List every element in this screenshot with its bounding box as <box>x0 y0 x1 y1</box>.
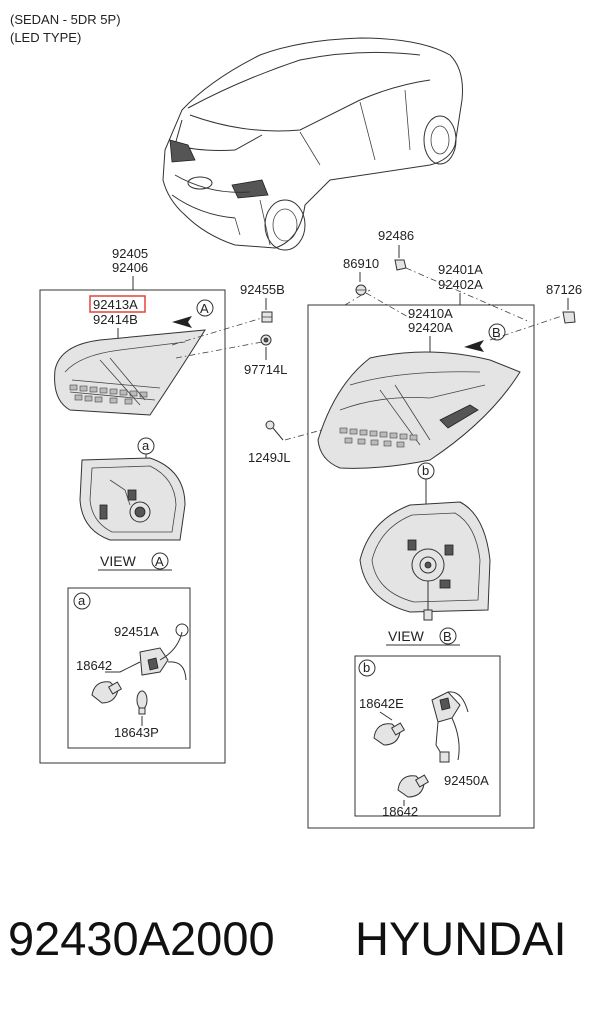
bulb-18642-left[interactable] <box>91 681 123 704</box>
socket-wiring-92450A[interactable] <box>431 691 469 763</box>
header-type: (LED TYPE) <box>10 30 81 45</box>
label-92406[interactable]: 92406 <box>112 260 148 275</box>
bulb-18643P[interactable] <box>136 690 148 715</box>
inner-lamp-frame <box>39 289 226 764</box>
marker-a-small-label: a <box>142 438 150 453</box>
footer-part-number: 92430A2000 <box>8 912 275 965</box>
marker-a-label: A <box>200 301 209 316</box>
view-b-marker: B <box>443 629 452 644</box>
label-92413A[interactable]: 92413A <box>93 297 138 312</box>
inset-a-marker: a <box>78 593 86 608</box>
header-variant: (SEDAN - 5DR 5P) <box>10 12 121 27</box>
label-92405[interactable]: 92405 <box>112 246 148 261</box>
clip-87126[interactable] <box>562 311 576 324</box>
label-92450A[interactable]: 92450A <box>444 773 489 788</box>
view-b-label: VIEW <box>388 628 425 644</box>
label-18643P[interactable]: 18643P <box>114 725 159 740</box>
outer-lamp-rear-view[interactable] <box>359 501 491 621</box>
view-a-marker: A <box>155 554 164 569</box>
car-illustration <box>162 37 463 251</box>
view-a-circle <box>151 552 169 570</box>
inset-a-circle <box>73 592 91 610</box>
inset-b-marker: b <box>363 660 370 675</box>
label-87126[interactable]: 87126 <box>546 282 582 297</box>
label-92410A[interactable]: 92410A <box>408 306 453 321</box>
label-92420A[interactable]: 92420A <box>408 320 453 335</box>
nut-97714L[interactable] <box>260 334 272 346</box>
label-18642-right[interactable]: 18642 <box>382 804 418 819</box>
label-92414B[interactable]: 92414B <box>93 312 138 327</box>
direction-arrow-a <box>172 316 192 328</box>
socket-wiring-92451A[interactable] <box>139 623 189 681</box>
marker-b-circle <box>488 323 506 341</box>
outer-lamp-frame <box>307 304 535 829</box>
label-92401A[interactable]: 92401A <box>438 262 483 277</box>
inner-lamp-part[interactable] <box>54 329 206 416</box>
label-92455B[interactable]: 92455B <box>240 282 285 297</box>
view-b-circle <box>439 627 457 645</box>
inset-b-box <box>354 655 501 817</box>
label-97714L[interactable]: 97714L <box>244 362 287 377</box>
inset-b-circle <box>358 659 376 677</box>
clip-92486[interactable] <box>394 259 407 271</box>
view-a-label: VIEW <box>100 553 137 569</box>
fastener-92455B[interactable] <box>261 311 273 323</box>
footer-brand: HYUNDAI <box>355 912 567 965</box>
label-92486[interactable]: 92486 <box>378 228 414 243</box>
direction-arrow-b <box>464 340 484 352</box>
outer-lamp-part[interactable] <box>317 351 521 469</box>
label-18642E[interactable]: 18642E <box>359 696 404 711</box>
label-92451A[interactable]: 92451A <box>114 624 159 639</box>
marker-b-small-label: b <box>422 463 429 478</box>
bulb-18642-right[interactable] <box>397 774 430 798</box>
screw-1249JL[interactable] <box>265 420 284 441</box>
label-92402A[interactable]: 92402A <box>438 277 483 292</box>
label-1249JL[interactable]: 1249JL <box>248 450 291 465</box>
highlight-box <box>89 295 146 313</box>
marker-a-circle <box>196 299 214 317</box>
inner-lamp-rear-view[interactable] <box>79 457 186 541</box>
label-86910[interactable]: 86910 <box>343 256 379 271</box>
label-18642-left[interactable]: 18642 <box>76 658 112 673</box>
marker-b-label: B <box>492 325 501 340</box>
inset-a-box <box>67 587 191 749</box>
bulb-18642E[interactable] <box>373 722 406 746</box>
